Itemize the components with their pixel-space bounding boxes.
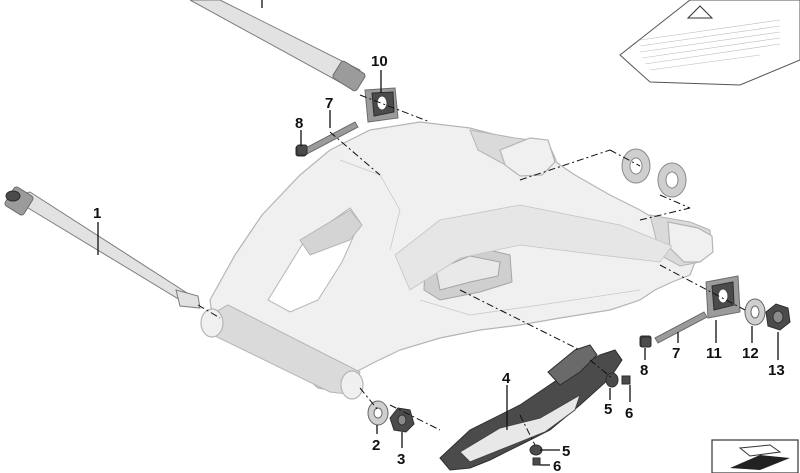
callout-8-upper: 8 [295, 115, 303, 132]
callout-8-right: 8 [640, 362, 648, 379]
callout-5-lower: 5 [562, 443, 570, 460]
callout-12: 12 [742, 345, 759, 362]
bracket-plate-upper [364, 87, 399, 123]
nut-front [389, 407, 415, 433]
callout-13: 13 [768, 362, 785, 379]
nut-right-small [640, 336, 652, 348]
callout-2: 2 [372, 437, 380, 454]
axle-rod-upper [189, 0, 366, 92]
nut-right [765, 303, 791, 331]
washer-front [367, 400, 389, 426]
callout-7-upper: 7 [325, 95, 333, 112]
callout-6-lower: 6 [553, 458, 561, 473]
assembly-lines [197, 94, 746, 446]
nut-upper-small [296, 144, 308, 156]
callout-7-right: 7 [672, 345, 680, 362]
swingarm-frame [200, 121, 714, 400]
callout-10: 10 [371, 53, 388, 70]
leader-lines [97, 0, 779, 466]
callout-6-right: 6 [625, 405, 633, 422]
callout-3: 3 [397, 451, 405, 468]
callout-5-right: 5 [604, 401, 612, 418]
washers-upper [621, 148, 687, 198]
callout-11: 11 [706, 345, 722, 362]
callouts: 1 2 3 4 5 5 6 6 7 7 8 8 10 11 12 13 [93, 53, 785, 473]
axle-rod-lower [4, 186, 201, 309]
callout-4: 4 [502, 370, 511, 387]
washer-right [744, 298, 766, 326]
warning-label [619, 0, 800, 86]
chain-guide [439, 344, 623, 471]
callout-1: 1 [93, 205, 101, 222]
small-hardware [529, 372, 631, 466]
bracket-plate-right [705, 275, 741, 319]
reference-icon-box [711, 439, 799, 473]
